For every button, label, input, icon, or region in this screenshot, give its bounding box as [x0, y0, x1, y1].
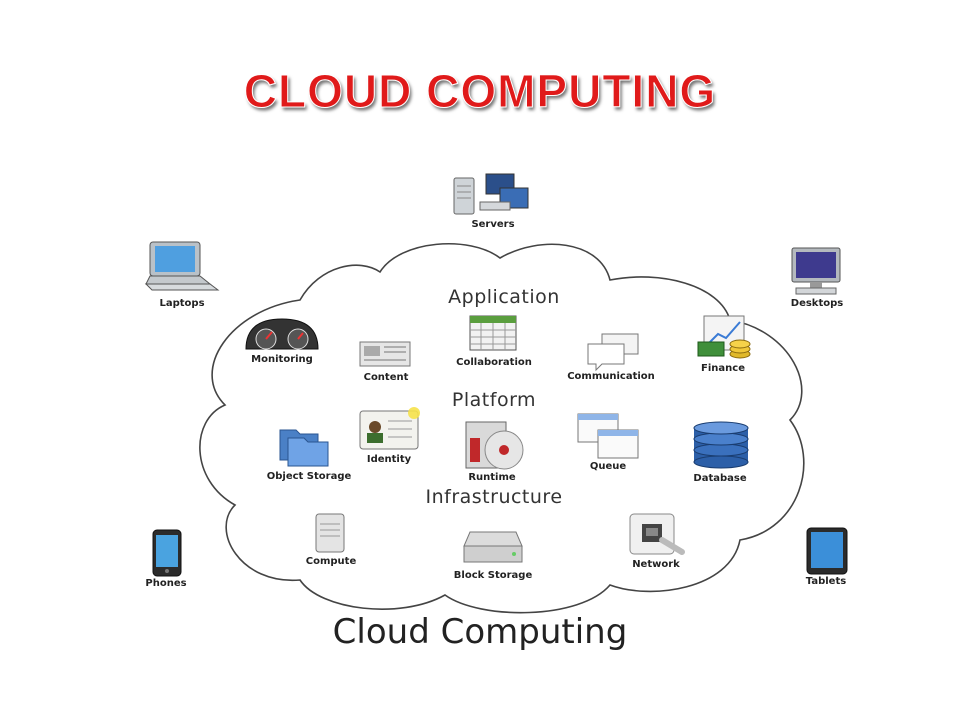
- compute-icon: [315, 513, 345, 553]
- runtime-label: Runtime: [468, 472, 516, 483]
- tablets-label: Tablets: [805, 576, 847, 587]
- laptops-label: Laptops: [159, 298, 205, 309]
- object-storage-label: Object Storage: [266, 471, 352, 482]
- monitoring-label: Monitoring: [251, 354, 313, 365]
- page-title: CLOUD COMPUTING: [243, 65, 717, 118]
- phones-label: Phones: [145, 578, 187, 589]
- section-infrastructure: Infrastructure: [425, 486, 563, 508]
- database-label: Database: [693, 473, 747, 484]
- content-icon: [359, 341, 411, 367]
- object-storage-icon: [279, 429, 329, 467]
- finance-label: Finance: [701, 363, 745, 374]
- laptop-icon: [144, 241, 220, 291]
- collaboration-icon: [469, 315, 517, 351]
- communication-label: Communication: [567, 371, 655, 382]
- block-storage-label: Block Storage: [453, 570, 533, 581]
- servers-label: Servers: [471, 219, 515, 230]
- phone-icon: [152, 529, 182, 577]
- monitoring-icon: [245, 318, 319, 350]
- section-application: Application: [448, 286, 560, 308]
- finance-icon: [697, 315, 751, 359]
- identity-label: Identity: [366, 454, 412, 465]
- tablet-icon: [806, 527, 848, 575]
- runtime-icon: [465, 421, 524, 470]
- identity-icon: [359, 407, 420, 450]
- compute-label: Compute: [305, 556, 357, 567]
- queue-label: Queue: [589, 461, 627, 472]
- communication-icon: [587, 333, 639, 372]
- database-icon: [693, 421, 749, 469]
- section-platform: Platform: [451, 389, 537, 411]
- collaboration-label: Collaboration: [456, 357, 532, 368]
- desktops-label: Desktops: [790, 298, 844, 309]
- queue-icon: [577, 413, 639, 459]
- network-label: Network: [632, 559, 680, 570]
- network-icon: [629, 513, 685, 555]
- diagram-caption: Cloud Computing: [332, 612, 628, 652]
- block-storage-icon: [463, 531, 523, 563]
- content-label: Content: [363, 372, 409, 383]
- desktop-icon: [791, 247, 841, 295]
- servers-icon: [453, 173, 529, 215]
